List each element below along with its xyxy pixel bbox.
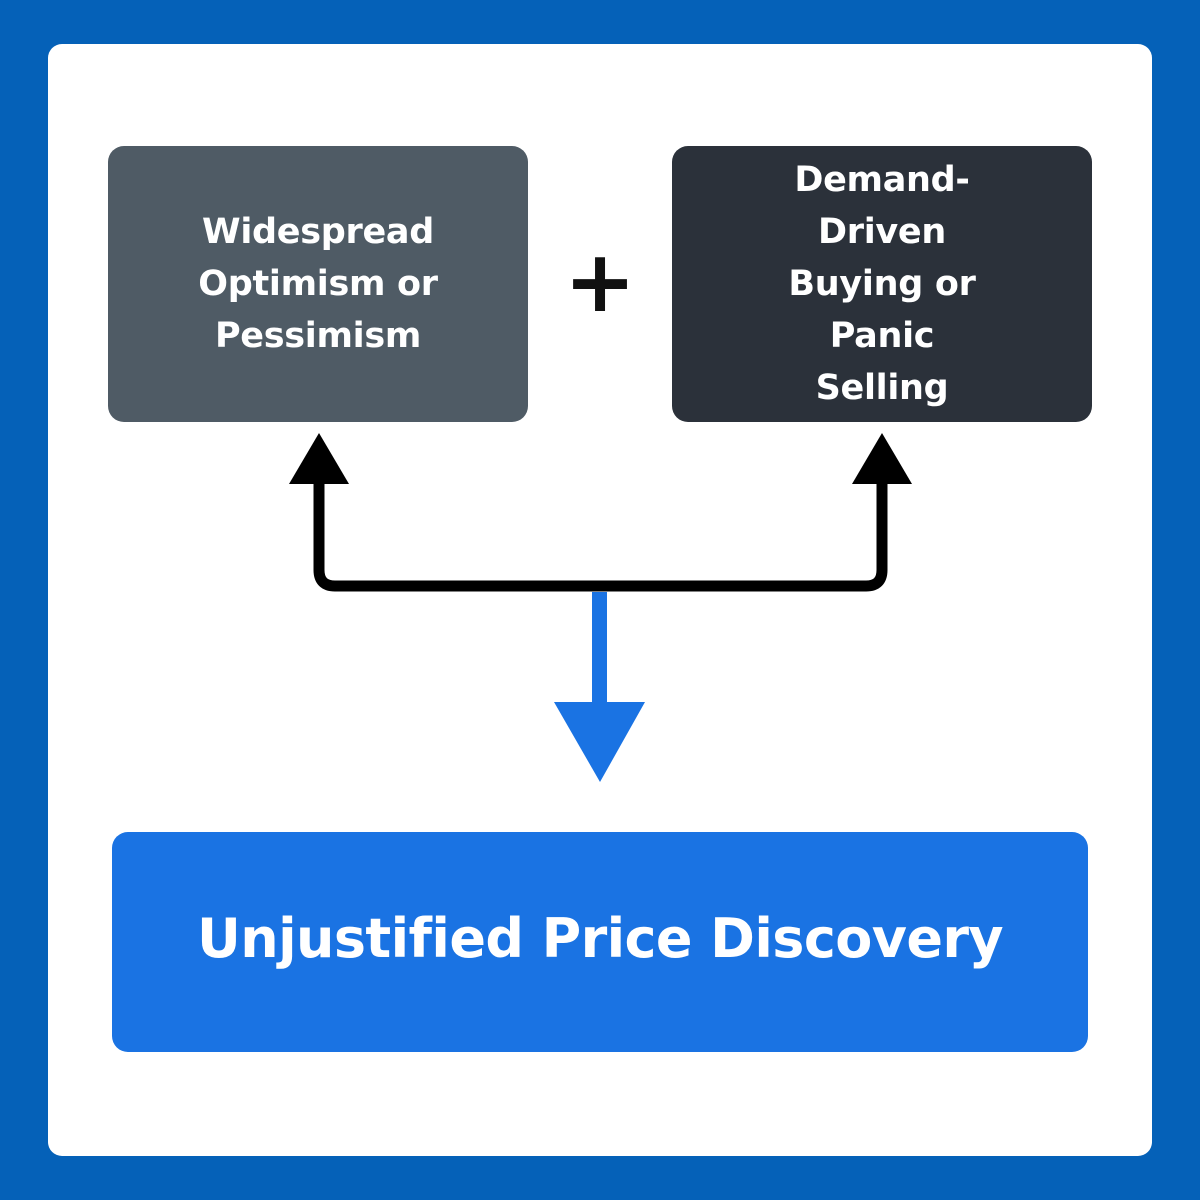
unjustified-price-discovery-box: Unjustified Price Discovery	[112, 832, 1088, 1052]
unjustified-price-discovery-label: Unjustified Price Discovery	[197, 906, 1004, 970]
arrow-up-right-icon	[852, 433, 912, 484]
bracket-connector	[313, 482, 888, 592]
demand-driven-label: Demand-Driven Buying or Panic Selling	[788, 160, 976, 408]
plus-sign: +	[563, 232, 637, 332]
arrow-down-icon	[554, 702, 645, 782]
widespread-optimism-label: Widespread Optimism or Pessimism	[198, 212, 438, 356]
arrow-up-left-icon	[289, 433, 349, 484]
demand-driven-box: Demand-Driven Buying or Panic Selling	[672, 146, 1092, 422]
widespread-optimism-box: Widespread Optimism or Pessimism	[108, 146, 528, 422]
result-arrow-shaft	[592, 592, 607, 704]
